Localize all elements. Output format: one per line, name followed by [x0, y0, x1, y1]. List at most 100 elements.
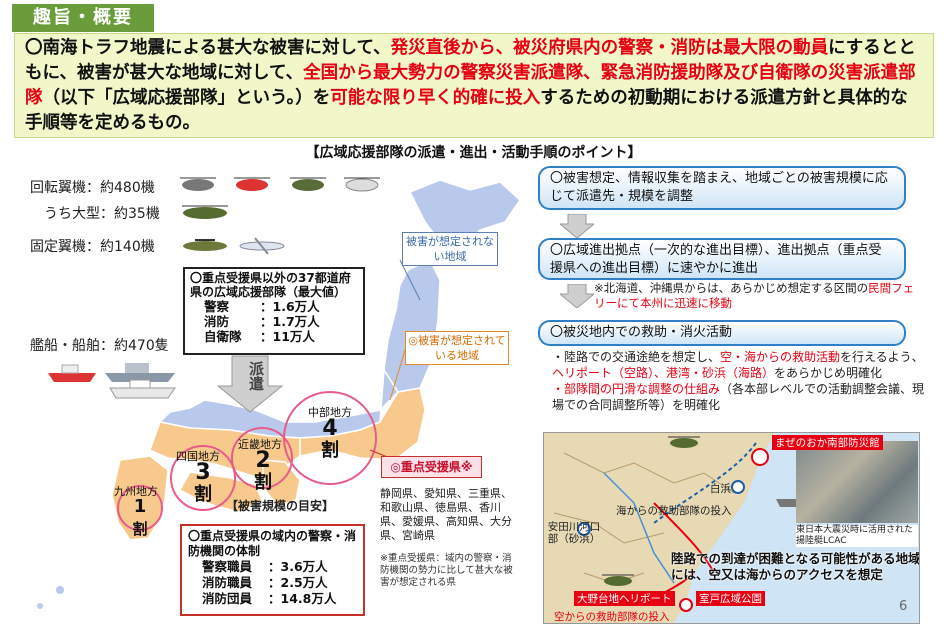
- inset-label-aida: 安田川河口部（砂浜）: [547, 521, 601, 545]
- box37-row-value: ：1.6万人: [260, 299, 320, 314]
- region-label-kinki: 近畿地方: [238, 438, 282, 451]
- helicopter-icon: [180, 177, 216, 191]
- lcac-photo: [796, 441, 918, 523]
- summary-text-4: するための初動期における派遣方針と具体的な手順等を定めるもの。: [25, 88, 908, 133]
- section-tag: 趣旨・概要: [12, 4, 154, 32]
- step-adjust-dispatch: 〇被害想定、情報収集を踏まえ、地域ごとの被害規模に応じて派遣先・規模を調整: [538, 166, 906, 210]
- step-arrow-icon: [560, 284, 594, 308]
- helicopter-icon: [668, 436, 700, 448]
- other-prefectures-title: 〇重点受援県以外の37都道府県の広域応援部隊（最大値）: [190, 271, 351, 299]
- region-label-chubu: 中部地方: [308, 406, 352, 419]
- helicopter-icon: [344, 177, 380, 192]
- bullet-highlight: 空・海からの救助活動: [720, 350, 841, 364]
- region-pct-unit: 割: [194, 484, 212, 505]
- inset-map: 東日本大震災時に活用された揚陸艇LCAC まぜのおか南部防災館 白浜 海からの救…: [543, 432, 920, 624]
- region-pct-value: 2: [255, 448, 271, 473]
- seaplane-icon: [183, 239, 227, 251]
- ship-icon: [48, 364, 96, 382]
- region-pct-value: 3: [195, 460, 211, 485]
- box37-row-key: 警察: [204, 299, 230, 314]
- box37-row-value: ：11万人: [260, 329, 315, 344]
- callout-damage-expected: ◎被害が想定されている地域: [405, 331, 509, 365]
- box37-row: 消防 ：1.7万人: [204, 314, 358, 329]
- bullet-highlight: ・部隊間の円滑な調整の仕組み: [552, 382, 721, 396]
- helicopter-icon: [602, 574, 634, 586]
- inset-label-air-route: 空からの救助部隊の投入: [554, 611, 670, 623]
- bullet-text: を行えるよう、: [840, 350, 924, 364]
- inset-label-ohno: 大野台地ヘリポート: [574, 591, 675, 606]
- capacity-row-key: 消防職員: [202, 575, 253, 590]
- region-pct-value: 4: [322, 416, 338, 441]
- shikoku-region-circle: [170, 445, 236, 511]
- okinawa-island: [37, 603, 43, 609]
- capacity-row-value: ：14.8万人: [268, 591, 337, 606]
- helicopter-icon: [234, 177, 270, 191]
- ship-icon: [776, 499, 802, 507]
- region-label-kyushu: 九州地方: [114, 485, 158, 498]
- summary-highlight-2: 全国から最大勢力の警察災害派遣隊、緊急消防援助隊及び自衛隊の災害派遣部隊: [25, 63, 916, 108]
- damage-scale-legend: 【被害規模の目安】: [226, 499, 335, 513]
- capacity-row: 警察職員 ：3.6万人: [202, 559, 357, 575]
- capacity-row-key: 消防団員: [202, 591, 253, 606]
- inset-label-muroto: 室戸広域公園: [696, 591, 765, 606]
- fixed-wing-count: 固定翼機：約140機: [30, 239, 155, 255]
- region-pct-unit: 割: [254, 472, 272, 493]
- key-prefecture-capacity-title: 〇重点受援県の域内の警察・消防機関の体制: [188, 529, 357, 558]
- summary-text-3: （以下「広域応援部隊」という。）を: [42, 88, 331, 108]
- key-prefecture-list: 静岡県、愛知県、三重県、和歌山県、徳島県、香川県、愛媛県、高知県、大分県、宮崎県: [380, 487, 512, 542]
- shikoku-shape: [178, 471, 263, 513]
- inset-label-maze: まぜのおか南部防災館: [772, 435, 883, 450]
- kinki-region-circle: [231, 427, 293, 489]
- okinawa-island: [56, 586, 64, 594]
- step-arrow-icon: [560, 214, 594, 238]
- capacity-row-key: 警察職員: [202, 559, 253, 574]
- capacity-row-value: ：2.5万人: [268, 575, 328, 590]
- summary-text-2: にするとともに、被害が甚大な地域に対して、: [25, 38, 916, 83]
- rotary-wing-large-count: うち大型：約35機: [44, 206, 160, 222]
- tohoku-shape: [383, 259, 441, 393]
- capacity-row-value: ：3.6万人: [268, 559, 328, 574]
- callout-orange-line: [389, 349, 406, 401]
- region-pct-value: 1: [133, 496, 147, 517]
- region-pct-unit: 割: [321, 440, 339, 461]
- callout-key-prefecture: ◎重点受援県※: [381, 456, 482, 478]
- other-prefectures-box: 〇重点受援県以外の37都道府県の広域応援部隊（最大値） 警察 ：1.6万人 消防 ：…: [183, 267, 365, 355]
- dispatch-label: 派遣: [247, 361, 265, 391]
- page-number: 6: [899, 599, 908, 614]
- region-pct-unit: 割: [132, 520, 148, 538]
- ship-icon: [109, 379, 176, 399]
- bullet-highlight: ヘリポート（空路）、港湾・砂浜（海路）: [552, 366, 775, 380]
- rescue-bullets: ・陸路での交通途絶を想定し、空・海からの救助活動を行えるよう、ヘリポート（空路）…: [552, 349, 932, 413]
- bullet-text: ・陸路での交通途絶を想定し、: [552, 350, 721, 364]
- inset-access-note: 陸路での到達が困難となる可能性がある地域には、空又は海からのアクセスを想定: [671, 551, 920, 582]
- capacity-row: 消防団員 ：14.8万人: [202, 591, 357, 607]
- step-advance-bases: 〇広域進出拠点（一次的な進出目標）、進出拠点（重点受援県への進出目標）に速やかに…: [538, 238, 906, 280]
- ships-count: 艦船・船舶：約470隻: [30, 338, 169, 354]
- rotary-wing-count: 回転翼機：約480機: [30, 180, 155, 196]
- key-prefecture-capacity-box: 〇重点受援県の域内の警察・消防機関の体制 警察職員 ：3.6万人 消防職員 ：2.5…: [180, 524, 365, 616]
- lcac-photo-caption: 東日本大震災時に活用された揚陸艇LCAC: [796, 525, 918, 547]
- summary-text-1: 〇南海トラフ地震による甚大な被害に対して、: [25, 38, 391, 58]
- summary-highlight-1: 発災直後から、被災府県内の警察・消防は最大限の動員: [390, 38, 829, 58]
- bullet-coordination: ・部隊間の円滑な調整の仕組み（各本部レベルでの活動調整会議、現場での合同調整所等…: [552, 381, 932, 413]
- region-label-shikoku: 四国地方: [176, 450, 220, 463]
- ferry-note-highlight: 民間フェリーにて本州に迅速に移動: [594, 281, 915, 310]
- box37-row-key: 消防: [204, 314, 230, 329]
- ferry-note: ※北海道、沖縄県からは、あらかじめ想定する区間の民間フェリーにて本州に迅速に移動: [594, 281, 924, 311]
- box37-row-key: 自衛隊: [204, 329, 242, 344]
- key-prefecture-note: ※重点受援県：域内の警察・消防機関の勢力に比して甚大な被害が想定される県: [380, 553, 513, 588]
- box37-row-value: ：1.7万人: [260, 314, 320, 329]
- inset-label-sea-route: 海からの救助部隊の投入: [616, 505, 732, 517]
- section-heading: 【広域応援部隊の派遣・進出・活動手順のポイント】: [305, 145, 642, 161]
- large-helicopter-icon: [182, 205, 228, 219]
- callout-no-damage: 被害が想定されない地域: [402, 232, 498, 266]
- step-rescue-activities: 〇被災地内での救助・消火活動: [538, 320, 906, 346]
- kii-peninsula-shape: [261, 459, 301, 507]
- summary-box: 〇南海トラフ地震による甚大な被害に対して、発災直後から、被災府県内の警察・消防は…: [14, 33, 934, 138]
- inset-label-shirahama: 白浜: [710, 483, 731, 495]
- airplane-icon: [239, 237, 285, 255]
- kyushu-shape: [111, 455, 169, 541]
